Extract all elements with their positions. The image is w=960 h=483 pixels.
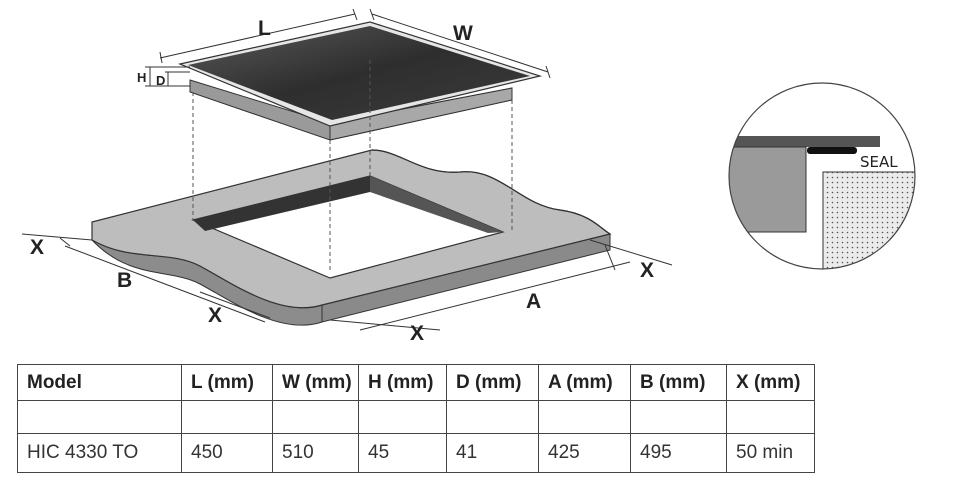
label-D: D	[156, 73, 165, 88]
cell-x: 50 min	[726, 433, 815, 473]
seal-label: SEAL	[860, 153, 898, 171]
seal-detail: SEAL	[728, 82, 916, 270]
cell-b: 495	[630, 433, 727, 473]
table-row: HIC 4330 TO 450 510 45 41 425 495 50 min	[17, 433, 815, 473]
header-d: D (mm)	[446, 364, 539, 401]
dimensions-table: Model L (mm) W (mm) H (mm) D (mm) A (mm)…	[17, 364, 815, 473]
dimension-lines	[21, 8, 673, 331]
header-model: Model	[17, 364, 182, 401]
label-W: W	[453, 22, 473, 45]
cell-w: 510	[272, 433, 359, 473]
label-B: B	[117, 269, 132, 292]
label-A: A	[526, 290, 541, 313]
label-X-left: X	[30, 236, 44, 259]
worktop	[91, 149, 612, 326]
header-w: W (mm)	[272, 364, 359, 401]
installation-diagram: L W H D X B X X A X SEAL	[21, 8, 916, 345]
header-l: L (mm)	[181, 364, 273, 401]
label-X-bottom-left: X	[208, 304, 222, 327]
label-L: L	[258, 17, 271, 40]
cell-model: HIC 4330 TO	[17, 433, 182, 473]
cell-a: 425	[538, 433, 631, 473]
header-b: B (mm)	[630, 364, 727, 401]
table-header-row: Model L (mm) W (mm) H (mm) D (mm) A (mm)…	[17, 364, 815, 401]
cell-d: 41	[446, 433, 539, 473]
label-X-bottom-right: X	[410, 322, 424, 345]
cell-h: 45	[358, 433, 447, 473]
header-a: A (mm)	[538, 364, 631, 401]
projection-lines	[192, 60, 513, 270]
table-row-empty	[17, 400, 815, 434]
hob	[178, 21, 543, 141]
header-x: X (mm)	[726, 364, 815, 401]
cell-l: 450	[181, 433, 273, 473]
label-X-right: X	[640, 259, 654, 282]
header-h: H (mm)	[358, 364, 447, 401]
label-H: H	[137, 70, 146, 85]
